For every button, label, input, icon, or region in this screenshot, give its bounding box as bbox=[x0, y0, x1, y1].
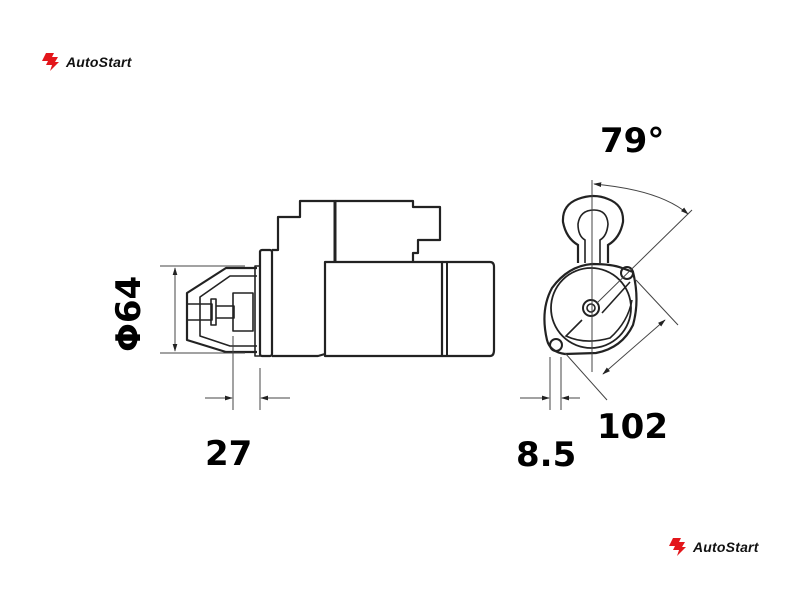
mount-hole-bottom bbox=[549, 338, 563, 352]
mount-hole-top bbox=[620, 266, 634, 280]
logo-text: AutoStart bbox=[693, 539, 759, 555]
diameter-label: Φ64 bbox=[109, 275, 149, 352]
angle-label: 79° bbox=[600, 121, 665, 161]
logo-icon bbox=[42, 53, 59, 71]
motor-body bbox=[323, 260, 444, 358]
mount-distance-dim-line bbox=[602, 319, 666, 375]
brand-logo-top: AutoStart bbox=[40, 52, 132, 72]
brand-logo-bottom: AutoStart bbox=[667, 537, 759, 557]
shaft-hub bbox=[582, 299, 600, 317]
side-view bbox=[185, 199, 496, 358]
front-dimensions bbox=[520, 180, 693, 410]
front-view bbox=[543, 194, 638, 356]
side-dimensions bbox=[160, 265, 290, 410]
solenoid-lug bbox=[561, 194, 625, 263]
angle-arc bbox=[593, 182, 689, 215]
logo-text: AutoStart bbox=[66, 54, 132, 70]
end-cap bbox=[442, 260, 496, 358]
solenoid bbox=[335, 199, 442, 262]
mount-distance-label: 102 bbox=[597, 407, 668, 447]
flange-offset-label: 27 bbox=[205, 434, 253, 474]
drive-nose-inner bbox=[199, 275, 257, 347]
mounting-flange bbox=[258, 248, 274, 358]
housing bbox=[272, 199, 337, 262]
front-offset-label: 8.5 bbox=[516, 435, 577, 475]
logo-icon bbox=[669, 538, 686, 556]
pinion-shaft bbox=[186, 303, 213, 321]
drive-nose-outer bbox=[185, 266, 257, 354]
